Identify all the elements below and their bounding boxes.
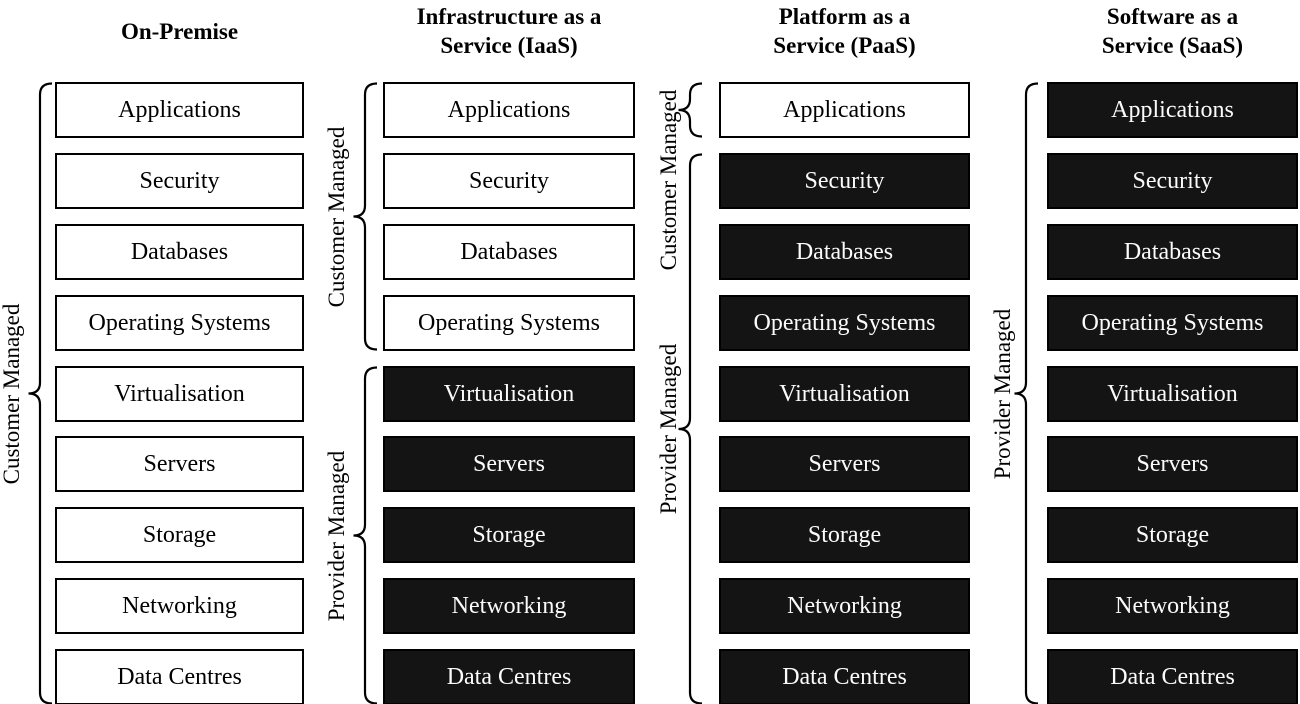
layer-box-paas-storage: Storage bbox=[719, 507, 970, 563]
layer-box-paas-security: Security bbox=[719, 153, 970, 209]
layer-box-saas-operating-systems: Operating Systems bbox=[1047, 295, 1298, 351]
layer-label: Databases bbox=[130, 238, 229, 265]
layer-label: Storage bbox=[1135, 521, 1210, 548]
layer-box-on-premise-storage: Storage bbox=[55, 507, 304, 563]
layer-box-saas-databases: Databases bbox=[1047, 224, 1298, 280]
layer-label: Virtualisation bbox=[443, 380, 575, 407]
layer-label: Virtualisation bbox=[1107, 380, 1238, 407]
layer-label: Networking bbox=[122, 592, 237, 619]
layer-label: Servers bbox=[1136, 450, 1209, 477]
layer-label: Databases bbox=[795, 238, 894, 265]
layer-label: Storage bbox=[142, 521, 217, 548]
layer-label: Security bbox=[139, 167, 220, 194]
column-title-line: Service (PaaS) bbox=[773, 33, 916, 58]
column-title-line: On-Premise bbox=[120, 18, 239, 44]
layer-box-saas-networking: Networking bbox=[1047, 578, 1298, 634]
layer-label: Storage bbox=[472, 521, 546, 548]
column-title-line: Service (SaaS) bbox=[1101, 33, 1244, 58]
column-title-iaas: Infrastructure as a Service (IaaS) bbox=[349, 0, 669, 62]
column-title-line: Service (IaaS) bbox=[440, 33, 578, 58]
layer-label: Operating Systems bbox=[1081, 309, 1264, 336]
layer-box-paas-virtualisation: Virtualisation bbox=[719, 366, 970, 422]
layer-box-on-premise-operating-systems: Operating Systems bbox=[55, 295, 304, 351]
layer-label: Data Centres bbox=[782, 663, 907, 690]
layer-label: Networking bbox=[787, 592, 902, 619]
customer-managed-label: Customer Managed bbox=[0, 303, 24, 484]
layer-box-iaas-applications: Applications bbox=[383, 82, 635, 138]
layer-box-saas-virtualisation: Virtualisation bbox=[1047, 366, 1298, 422]
layer-label: Servers bbox=[808, 450, 881, 477]
curly-brace-icon bbox=[678, 153, 703, 704]
layer-label: Storage bbox=[807, 521, 882, 548]
layer-box-saas-security: Security bbox=[1047, 153, 1298, 209]
layer-label: Virtualisation bbox=[114, 380, 245, 407]
provider-managed-label: Provider Managed bbox=[656, 343, 681, 515]
layer-label: Databases bbox=[460, 238, 558, 265]
layer-box-saas-applications: Applications bbox=[1047, 82, 1298, 138]
column-title-line: Infrastructure as a bbox=[416, 4, 602, 29]
provider-managed-label: Provider Managed bbox=[990, 308, 1015, 479]
column-title-paas: Platform as a Service (PaaS) bbox=[685, 0, 1005, 62]
layer-box-on-premise-security: Security bbox=[55, 153, 304, 209]
layer-label: Servers bbox=[143, 450, 216, 477]
layer-label: Applications bbox=[783, 96, 906, 123]
curly-brace-icon bbox=[353, 366, 378, 704]
layer-label: Applications bbox=[118, 96, 241, 123]
layer-box-iaas-operating-systems: Operating Systems bbox=[383, 295, 635, 351]
curly-brace-icon bbox=[1014, 82, 1039, 704]
layer-box-on-premise-virtualisation: Virtualisation bbox=[55, 366, 304, 422]
curly-brace-icon bbox=[353, 82, 378, 351]
layer-box-saas-data-centres: Data Centres bbox=[1047, 649, 1298, 704]
layer-box-iaas-networking: Networking bbox=[383, 578, 635, 634]
column-title-line: Software as a bbox=[1106, 4, 1239, 29]
layer-box-paas-data-centres: Data Centres bbox=[719, 649, 970, 704]
layer-box-iaas-servers: Servers bbox=[383, 436, 635, 492]
layer-box-paas-applications: Applications bbox=[719, 82, 970, 138]
layer-label: Operating Systems bbox=[418, 309, 600, 336]
layer-label: Security bbox=[1132, 167, 1213, 194]
layer-label: Data Centres bbox=[1110, 663, 1235, 690]
layer-box-iaas-storage: Storage bbox=[383, 507, 635, 563]
layer-box-iaas-security: Security bbox=[383, 153, 635, 209]
layer-box-paas-operating-systems: Operating Systems bbox=[719, 295, 970, 351]
column-title-on-premise: On-Premise bbox=[20, 0, 340, 62]
layer-label: Servers bbox=[473, 450, 545, 477]
layer-label: Operating Systems bbox=[753, 309, 936, 336]
layer-box-on-premise-data-centres: Data Centres bbox=[55, 649, 304, 704]
layer-box-iaas-data-centres: Data Centres bbox=[383, 649, 635, 704]
layer-box-on-premise-networking: Networking bbox=[55, 578, 304, 634]
layer-box-saas-servers: Servers bbox=[1047, 436, 1298, 492]
layer-box-iaas-virtualisation: Virtualisation bbox=[383, 366, 635, 422]
curly-brace-icon bbox=[28, 82, 53, 704]
column-title-saas: Software as a Service (SaaS) bbox=[1013, 0, 1300, 62]
provider-managed-label: Provider Managed bbox=[324, 450, 349, 621]
layer-box-on-premise-applications: Applications bbox=[55, 82, 304, 138]
curly-brace-icon bbox=[678, 82, 703, 138]
layer-box-paas-servers: Servers bbox=[719, 436, 970, 492]
customer-managed-label: Customer Managed bbox=[324, 126, 349, 307]
layer-label: Networking bbox=[451, 592, 567, 619]
layer-box-saas-storage: Storage bbox=[1047, 507, 1298, 563]
layer-box-on-premise-servers: Servers bbox=[55, 436, 304, 492]
column-title-line: Platform as a bbox=[778, 4, 911, 29]
layer-label: Networking bbox=[1115, 592, 1230, 619]
layer-label: Databases bbox=[1123, 238, 1222, 265]
layer-label: Applications bbox=[1111, 96, 1234, 123]
layer-label: Data Centres bbox=[446, 663, 572, 690]
layer-box-on-premise-databases: Databases bbox=[55, 224, 304, 280]
layer-box-paas-databases: Databases bbox=[719, 224, 970, 280]
layer-label: Operating Systems bbox=[88, 309, 271, 336]
layer-label: Security bbox=[469, 167, 549, 194]
layer-label: Data Centres bbox=[117, 663, 242, 690]
layer-label: Applications bbox=[447, 96, 571, 123]
layer-box-iaas-databases: Databases bbox=[383, 224, 635, 280]
layer-box-paas-networking: Networking bbox=[719, 578, 970, 634]
layer-label: Security bbox=[804, 167, 885, 194]
layer-label: Virtualisation bbox=[779, 380, 910, 407]
